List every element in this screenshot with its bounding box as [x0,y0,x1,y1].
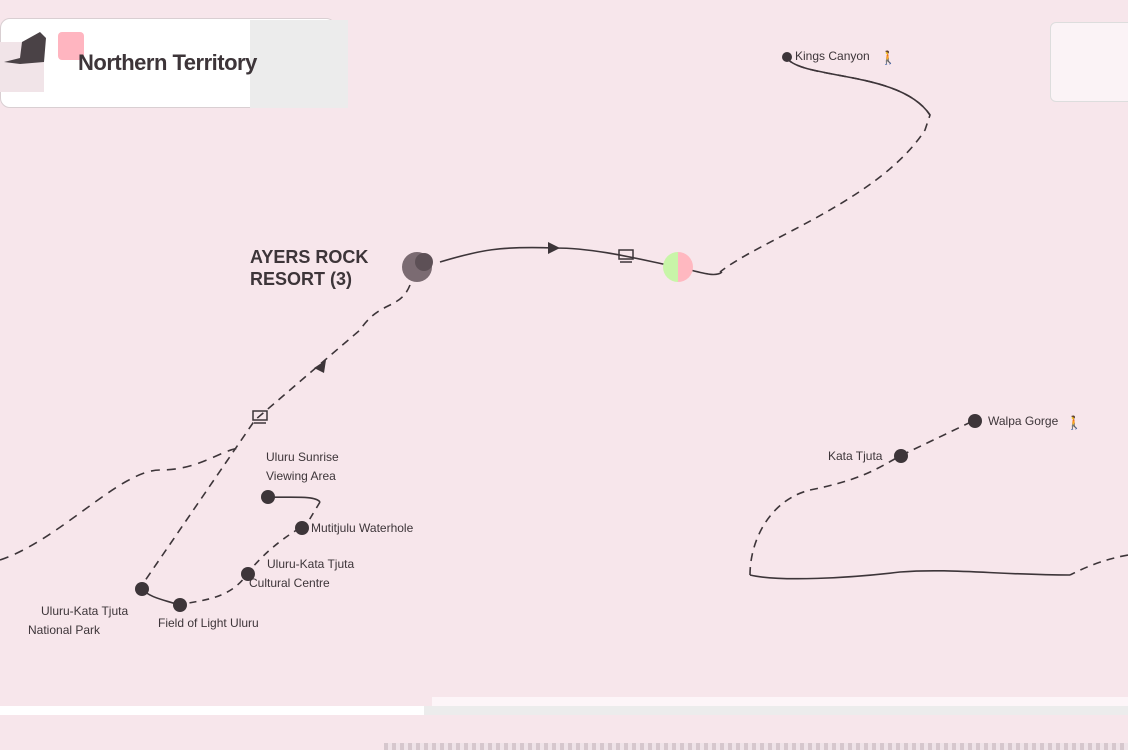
stop-kings-canyon[interactable]: Kings Canyon [795,49,870,63]
bottom-panel-edge [432,697,1128,707]
region-title: Northern Territory [78,50,257,75]
stop-field-of-light[interactable]: Field of Light Uluru [158,616,259,630]
label-line: Uluru-Kata Tjuta [41,604,129,618]
direction-arrow [314,360,326,373]
route-kings-canyon-solid [785,56,931,116]
label-line: Uluru-Kata Tjuta [267,557,355,571]
route-kings-canyon [719,56,931,273]
stop-kata-tjuta[interactable]: Kata Tjuta [828,449,883,463]
route-east-solid [749,569,1071,580]
scale-strip [384,743,1128,750]
label-line: National Park [28,623,101,637]
route-hub-to-marker [439,246,723,276]
title-card-shadow [250,20,348,108]
hub-label-line1: AYERS ROCK [250,247,369,267]
label-line: Uluru Sunrise [266,450,339,464]
bus-icon [252,249,634,424]
route-west [0,447,241,561]
inset-map[interactable] [1050,22,1128,102]
stop-mutitjulu[interactable]: Mutitjulu Waterhole [311,521,414,535]
hub-label-line2: RESORT (3) [250,269,353,289]
bottom-panel [0,706,1128,715]
stop-marker-icon [135,52,982,612]
bottom-panel-left [0,706,424,715]
split-marker-icon [663,252,693,282]
label-line: Cultural Centre [249,576,330,590]
stop-walpa-gorge[interactable]: Walpa Gorge [988,414,1059,428]
route-east-dashed [749,420,1128,576]
direction-arrow [548,242,560,254]
hiking-icon: 🚶 [1066,415,1082,430]
label-line: Viewing Area [266,469,336,483]
hiking-icon: 🚶 [880,50,896,65]
hub-marker-icon [402,252,433,282]
route-hub-south [139,284,411,589]
region-map-icon [0,32,84,92]
